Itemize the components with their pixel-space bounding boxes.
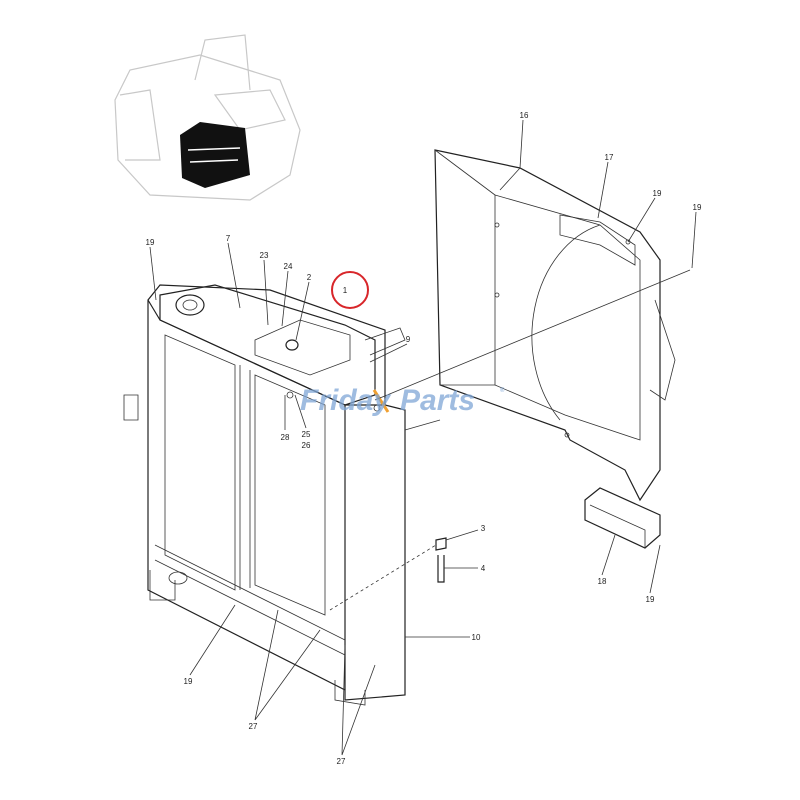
callout-label: 17 — [605, 153, 614, 162]
callout-label: 24 — [284, 262, 293, 271]
callout-label: 19 — [653, 189, 662, 198]
callout-label: 19 — [146, 238, 155, 247]
watermark-text-left: Friday — [300, 384, 391, 417]
watermark-logo: Friday Parts ® — [300, 384, 505, 417]
sensor-and-hose — [435, 537, 447, 583]
callout-label: 10 — [472, 633, 481, 642]
reference-lines — [329, 269, 691, 611]
callout-labels: 16 17 19 19 19 7 23 24 2 1 9 28 25 26 3 … — [146, 111, 702, 766]
callout-label: 19 — [646, 595, 655, 604]
leader-lines — [149, 119, 697, 756]
callout-label: 9 — [406, 335, 411, 344]
callout-label: 27 — [249, 722, 258, 731]
highlight-circle — [331, 271, 369, 309]
guard-plate — [584, 487, 661, 549]
callout-label: 23 — [260, 251, 269, 260]
callout-label: 19 — [693, 203, 702, 212]
excavator-locator-image — [114, 34, 301, 201]
callout-label: 25 — [302, 430, 311, 439]
radiator-assembly — [123, 284, 406, 706]
watermark-registered: ® — [500, 387, 505, 394]
callout-label: 27 — [337, 757, 346, 766]
fan-shroud — [434, 149, 676, 502]
callout-label: 16 — [520, 111, 529, 120]
callout-label: 28 — [281, 433, 290, 442]
callout-label: 4 — [481, 564, 486, 573]
callout-label: 26 — [302, 441, 311, 450]
callout-label-highlighted: 1 — [343, 286, 348, 295]
callout-label: 19 — [184, 677, 193, 686]
callout-label: 7 — [226, 234, 231, 243]
watermark-text-right: Parts — [400, 384, 475, 417]
callout-label: 3 — [481, 524, 486, 533]
callout-label: 2 — [307, 273, 312, 282]
callout-label: 18 — [598, 577, 607, 586]
